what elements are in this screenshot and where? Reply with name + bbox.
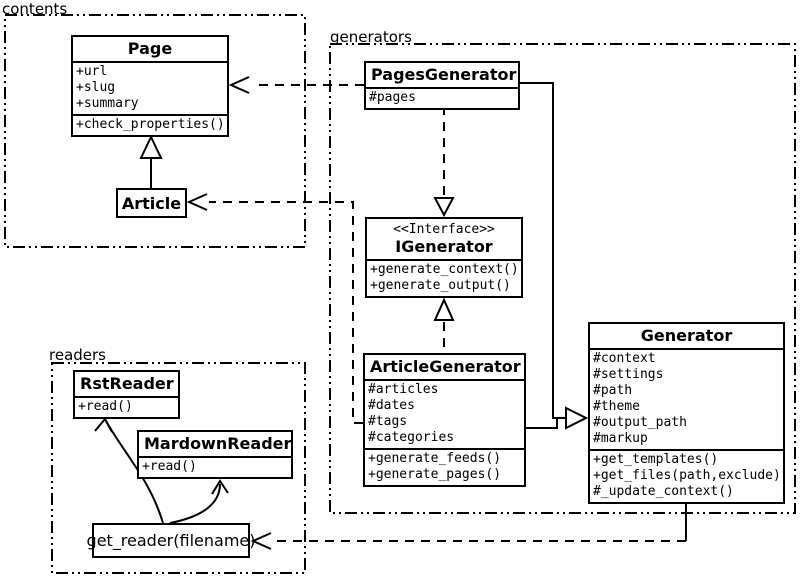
methods-compartment: +check_properties() <box>73 114 227 135</box>
methods-compartment: +generate_feeds() +generate_pages() <box>365 448 524 485</box>
class-title: PagesGenerator <box>371 65 517 84</box>
attribute: +summary <box>76 96 139 111</box>
attribute: #categories <box>368 430 455 445</box>
method: +get_files(path,exclude) <box>593 468 781 483</box>
attribute: #articles <box>368 382 439 397</box>
class-pages-generator: PagesGenerator #pages <box>364 61 520 110</box>
method: +generate_output() <box>370 278 511 293</box>
dependency-pagesgenerator-to-page <box>228 76 364 94</box>
attribute: #path <box>593 383 633 398</box>
arrow-getreader-to-mardownreader <box>169 479 229 524</box>
stereotype-label: <<Interface>> <box>393 222 495 237</box>
class-title: MardownReader <box>144 434 292 453</box>
method: +check_properties() <box>76 117 225 132</box>
open-arrowhead <box>228 76 250 94</box>
class-page: Page +url +slug +summary +check_properti… <box>71 35 229 137</box>
function-box-get-reader: get_reader(filename) <box>87 523 255 558</box>
realization-pagesgenerator-to-igenerator <box>433 106 455 218</box>
hollow-triangle-generator <box>565 406 589 430</box>
inheritance-pagesgenerator-to-generator <box>520 82 566 419</box>
class-title: ArticleGenerator <box>370 357 521 376</box>
class-title: Article <box>121 193 182 213</box>
class-mardown-reader: MardownReader +read() <box>137 430 293 479</box>
attribute: +url <box>76 64 108 79</box>
method: +generate_pages() <box>368 467 502 482</box>
attributes-compartment: #context #settings #path #theme #output_… <box>590 348 783 449</box>
methods-compartment: +generate_context() +generate_output() <box>367 259 521 296</box>
attribute: #pages <box>369 90 416 105</box>
package-border-generators <box>329 43 796 514</box>
open-arrowhead <box>250 532 272 550</box>
class-title: Generator <box>640 326 733 345</box>
class-title: IGenerator <box>395 237 493 256</box>
class-igenerator: <<Interface>> IGenerator +generate_conte… <box>365 217 523 298</box>
attributes-compartment: #articles #dates #tags #categories <box>365 379 524 448</box>
open-arrowhead <box>94 417 113 433</box>
package-label-generators: generators <box>330 28 412 46</box>
realization-articlegenerator-to-igenerator <box>433 297 455 353</box>
function-label: get_reader(filename) <box>86 531 256 550</box>
attribute: #context <box>593 351 656 366</box>
method: +get_templates() <box>593 452 719 467</box>
package-label-readers: readers <box>49 346 106 364</box>
attribute: #output_path <box>593 415 687 430</box>
open-arrowhead <box>211 479 229 495</box>
attribute: #tags <box>368 414 408 429</box>
attribute: #theme <box>593 399 640 414</box>
attributes-compartment: #pages <box>366 87 518 108</box>
class-title: RstReader <box>80 374 174 393</box>
attribute: #markup <box>593 431 648 446</box>
attribute: #dates <box>368 398 415 413</box>
method: +read() <box>142 459 197 474</box>
attribute: +slug <box>76 80 116 95</box>
method: +read() <box>78 399 133 414</box>
attributes-compartment: +url +slug +summary <box>73 61 227 114</box>
class-article: Article <box>116 188 187 218</box>
class-article-generator: ArticleGenerator #articles #dates #tags … <box>363 353 526 487</box>
inheritance-articlegenerator-to-generator <box>526 418 558 429</box>
method: +generate_context() <box>370 262 519 277</box>
class-rst-reader: RstReader +read() <box>73 370 180 419</box>
attribute: #settings <box>593 367 664 382</box>
open-arrowhead <box>186 193 208 211</box>
method: #_update_context() <box>593 484 734 499</box>
dependency-articlegenerator-to-article <box>186 193 363 424</box>
methods-compartment: +read() <box>139 456 291 477</box>
class-generator: Generator #context #settings #path #them… <box>588 322 785 504</box>
package-border-contents <box>4 14 306 248</box>
package-label-contents: contents <box>2 0 68 18</box>
methods-compartment: +get_templates() +get_files(path,exclude… <box>590 449 783 502</box>
method: +generate_feeds() <box>368 451 502 466</box>
package-border-readers <box>51 362 306 574</box>
dependency-generator-to-getreader <box>250 500 687 550</box>
methods-compartment: +read() <box>75 396 178 417</box>
class-title: Page <box>127 39 173 58</box>
inheritance-article-to-page <box>139 134 163 188</box>
